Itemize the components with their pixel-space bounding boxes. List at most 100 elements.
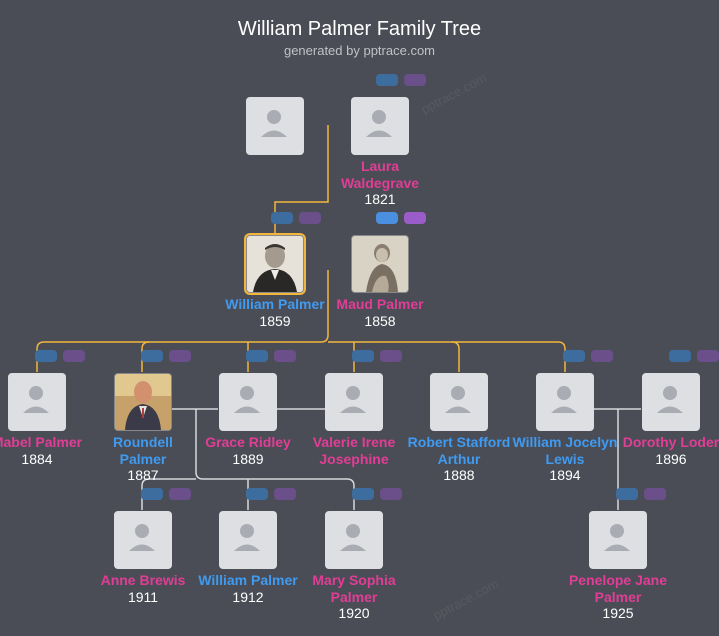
person-birth-year: 1884	[21, 450, 53, 467]
expand-parents-button[interactable]	[616, 488, 638, 500]
expand-parents-button[interactable]	[141, 488, 163, 500]
expand-partner-button[interactable]	[380, 350, 402, 362]
expand-parents-button[interactable]	[352, 488, 374, 500]
person-placeholder-icon	[234, 386, 260, 413]
person-placeholder-icon	[23, 386, 49, 413]
person-card-william-1912[interactable]	[219, 511, 277, 569]
person-birth-year: 1888	[443, 467, 475, 483]
roundell-portrait-painting	[115, 374, 171, 430]
page-title: William Palmer Family Tree	[237, 18, 482, 40]
expand-partner-button[interactable]	[591, 350, 613, 362]
person-placeholder-icon	[366, 110, 392, 137]
connector-child-roundell	[141, 341, 150, 372]
expand-partner-button[interactable]	[380, 488, 402, 500]
node-action-buttons	[352, 488, 402, 500]
expand-partner-button[interactable]	[63, 350, 85, 362]
person-birth-year: 1912	[232, 588, 264, 605]
person-name[interactable]: Dorothy Loder	[622, 434, 719, 450]
person-name[interactable]: Laura Waldegrave	[340, 158, 420, 191]
expand-parents-button[interactable]	[376, 212, 398, 224]
person-card-maud[interactable]	[351, 235, 409, 293]
expand-partner-button[interactable]	[404, 212, 426, 224]
node-action-buttons	[141, 488, 191, 500]
person-card-william-jl[interactable]	[536, 373, 594, 431]
expand-parents-button[interactable]	[352, 350, 374, 362]
expand-partner-button[interactable]	[169, 350, 191, 362]
node-action-buttons	[616, 488, 666, 500]
person-card-roundell[interactable]	[114, 373, 172, 431]
person-birth-year: 1894	[549, 467, 581, 483]
person-name[interactable]: William Palmer	[225, 296, 325, 312]
expand-parents-button[interactable]	[669, 350, 691, 362]
person-birth-year: 1859	[259, 312, 291, 329]
person-birth-year: 1925	[602, 605, 634, 621]
person-label[interactable]: Valerie Irene Josephine	[299, 434, 409, 467]
expand-parents-button[interactable]	[563, 350, 585, 362]
person-card-anne[interactable]	[114, 511, 172, 569]
node-action-buttons	[35, 350, 85, 362]
person-card-mary[interactable]	[325, 511, 383, 569]
person-card-penelope[interactable]	[589, 511, 647, 569]
person-name[interactable]: Anne Brewis	[100, 572, 186, 588]
person-card-grace[interactable]	[219, 373, 277, 431]
node-action-buttons	[376, 74, 426, 86]
expand-partner-button[interactable]	[644, 488, 666, 500]
node-action-buttons	[246, 350, 296, 362]
person-name[interactable]: Mary Sophia Palmer	[312, 572, 396, 605]
person-name[interactable]: William Palmer	[198, 572, 298, 588]
expand-partner-button[interactable]	[274, 350, 296, 362]
connector-child-william-jl	[452, 341, 566, 372]
expand-partner-button[interactable]	[697, 350, 719, 362]
person-card-william-1859[interactable]	[246, 235, 304, 293]
expand-parents-button[interactable]	[271, 212, 293, 224]
person-birth-year: 1911	[127, 588, 159, 605]
person-card-robert[interactable]	[430, 373, 488, 431]
person-name[interactable]: Mabel Palmer	[0, 434, 83, 450]
person-name[interactable]: Roundell Palmer	[113, 434, 173, 467]
page-subtitle: generated by pptrace.com	[283, 43, 436, 58]
person-placeholder-icon	[234, 524, 260, 551]
connector-roundell-children	[195, 409, 355, 510]
expand-partner-button[interactable]	[274, 488, 296, 500]
person-name[interactable]: Maud Palmer	[336, 296, 424, 312]
person-card-dorothy[interactable]	[642, 373, 700, 431]
expand-parents-button[interactable]	[246, 488, 268, 500]
person-name[interactable]: William Jocelyn Lewis	[512, 434, 618, 467]
node-action-buttons	[271, 212, 321, 224]
expand-parents-button[interactable]	[376, 74, 398, 86]
person-name[interactable]: Valerie Irene Josephine	[312, 434, 396, 467]
person-name[interactable]: Penelope Jane Palmer	[568, 572, 668, 605]
person-card-mabel[interactable]	[8, 373, 66, 431]
person-placeholder-icon	[445, 386, 471, 413]
william-palmer-portrait-photo	[247, 236, 303, 292]
person-birth-year: 1858	[364, 312, 396, 329]
node-action-buttons	[141, 350, 191, 362]
connector-child-anne	[141, 478, 196, 510]
expand-partner-button[interactable]	[299, 212, 321, 224]
person-name[interactable]: Robert Stafford Arthur	[407, 434, 511, 467]
person-name[interactable]: Grace Ridley	[205, 434, 291, 450]
expand-partner-button[interactable]	[404, 74, 426, 86]
expand-parents-button[interactable]	[246, 350, 268, 362]
person-placeholder-icon	[340, 524, 366, 551]
person-card-valerie[interactable]	[325, 373, 383, 431]
person-card-laura[interactable]	[351, 97, 409, 155]
person-birth-year: 1920	[338, 605, 370, 621]
expand-parents-button[interactable]	[35, 350, 57, 362]
expand-parents-button[interactable]	[141, 350, 163, 362]
person-card-gp-unknown[interactable]	[246, 97, 304, 155]
expand-partner-button[interactable]	[169, 488, 191, 500]
